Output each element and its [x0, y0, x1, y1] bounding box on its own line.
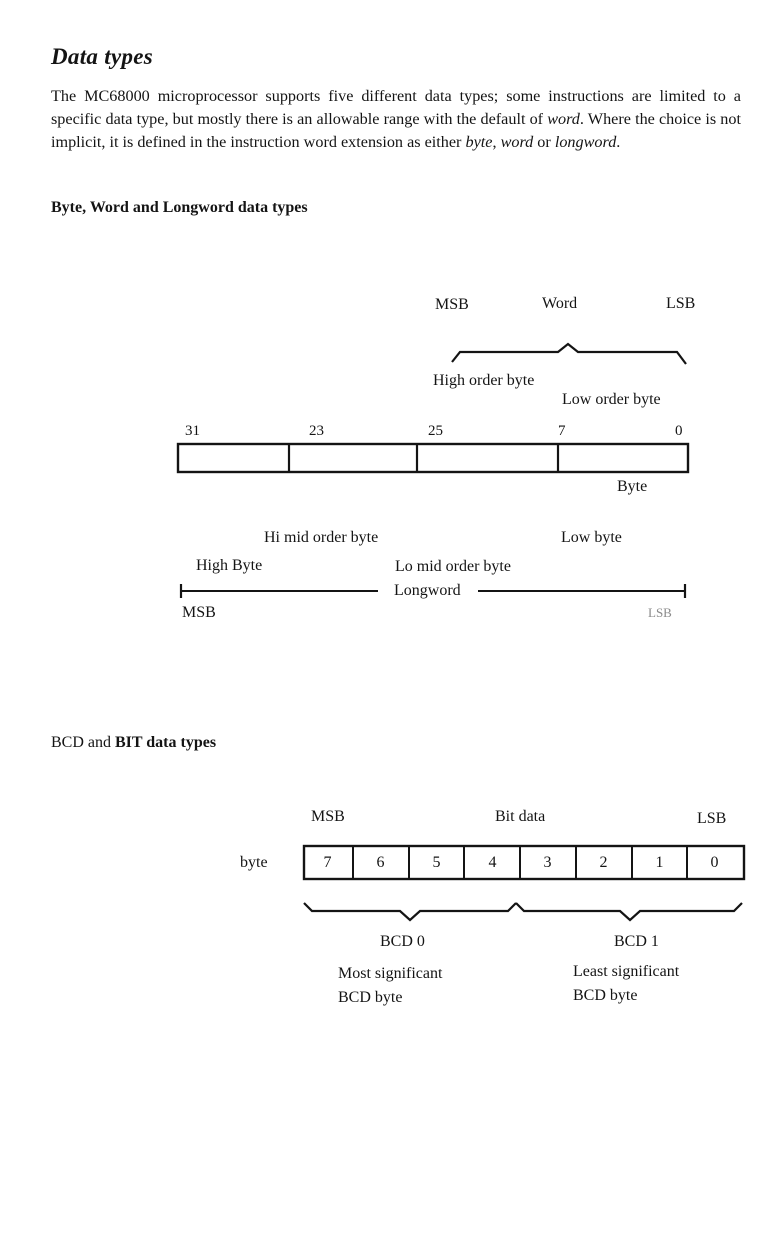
intro-end: .: [616, 133, 621, 151]
lo-mid-order-byte-label: Lo mid order byte: [395, 558, 511, 575]
bit-0: 0: [710, 853, 719, 871]
byte-label: Byte: [617, 478, 648, 495]
intro-paragraph: The MC68000 microprocessor supports five…: [51, 85, 741, 154]
least-significant-label: Least significant: [573, 963, 680, 980]
longword-msb-label: MSB: [182, 604, 216, 621]
intro-longword: longword: [554, 133, 617, 151]
longword-label: Longword: [393, 582, 462, 600]
bit-msb-label: MSB: [311, 808, 345, 825]
intro-word: word: [500, 133, 534, 151]
bit-7: 7: [323, 853, 332, 871]
low-order-byte-label: Low order byte: [562, 391, 661, 408]
bit-6: 6: [376, 853, 385, 871]
high-order-byte-label: High order byte: [433, 372, 535, 389]
bit-lsb-label: LSB: [697, 810, 727, 827]
intro-byte: byte: [465, 133, 493, 151]
bcd1-label: BCD 1: [614, 933, 659, 950]
bit-5: 5: [432, 853, 441, 871]
bit-number-15: 25: [428, 423, 443, 439]
word-brace: [451, 342, 687, 365]
bcd1-brace: [515, 902, 743, 922]
bit-number-23: 23: [309, 423, 324, 439]
bit-3: 3: [543, 853, 552, 871]
word-msb-label: MSB: [435, 296, 469, 313]
high-byte-label: High Byte: [196, 557, 263, 574]
word-title-label: Word: [542, 295, 578, 312]
intro-text-1: The MC68000 microprocessor supports five…: [51, 87, 741, 128]
bit-4: 4: [488, 853, 497, 871]
bit-number-0: 0: [675, 423, 683, 439]
bit-number-31: 31: [185, 423, 200, 439]
most-significant-bcd-byte: BCD byte: [338, 989, 403, 1006]
bit-1: 1: [655, 853, 664, 871]
most-significant-label: Most significant: [338, 965, 443, 982]
least-significant-bcd-byte: BCD byte: [573, 987, 638, 1004]
intro-sep: ,: [492, 133, 501, 151]
bit-register-box: [302, 844, 746, 881]
bcd0-label: BCD 0: [380, 933, 425, 950]
intro-word-default: word: [547, 110, 580, 128]
low-byte-label: Low byte: [561, 529, 622, 546]
longword-lsb-label: LSB: [648, 605, 672, 620]
fig2-heading-bold: BIT data types: [115, 734, 217, 751]
fig2-heading: BCD and BIT data types: [51, 734, 216, 752]
bit-2: 2: [599, 853, 608, 871]
hi-mid-order-byte-label: Hi mid order byte: [264, 529, 379, 546]
fig1-heading: Byte, Word and Longword data types: [51, 199, 308, 216]
intro-or: or: [533, 133, 555, 151]
fig2-heading-pre: BCD and: [51, 734, 115, 751]
word-lsb-label: LSB: [666, 295, 696, 312]
longword-register-box: [176, 442, 690, 474]
bit-data-label: Bit data: [495, 808, 546, 825]
section-title: Data types: [51, 44, 154, 69]
bcd0-brace: [303, 902, 517, 922]
byte-row-label: byte: [240, 854, 268, 871]
intro-text-2: . Where the choice is not implicit, it i…: [51, 110, 741, 151]
bit-number-7: 7: [558, 423, 566, 439]
